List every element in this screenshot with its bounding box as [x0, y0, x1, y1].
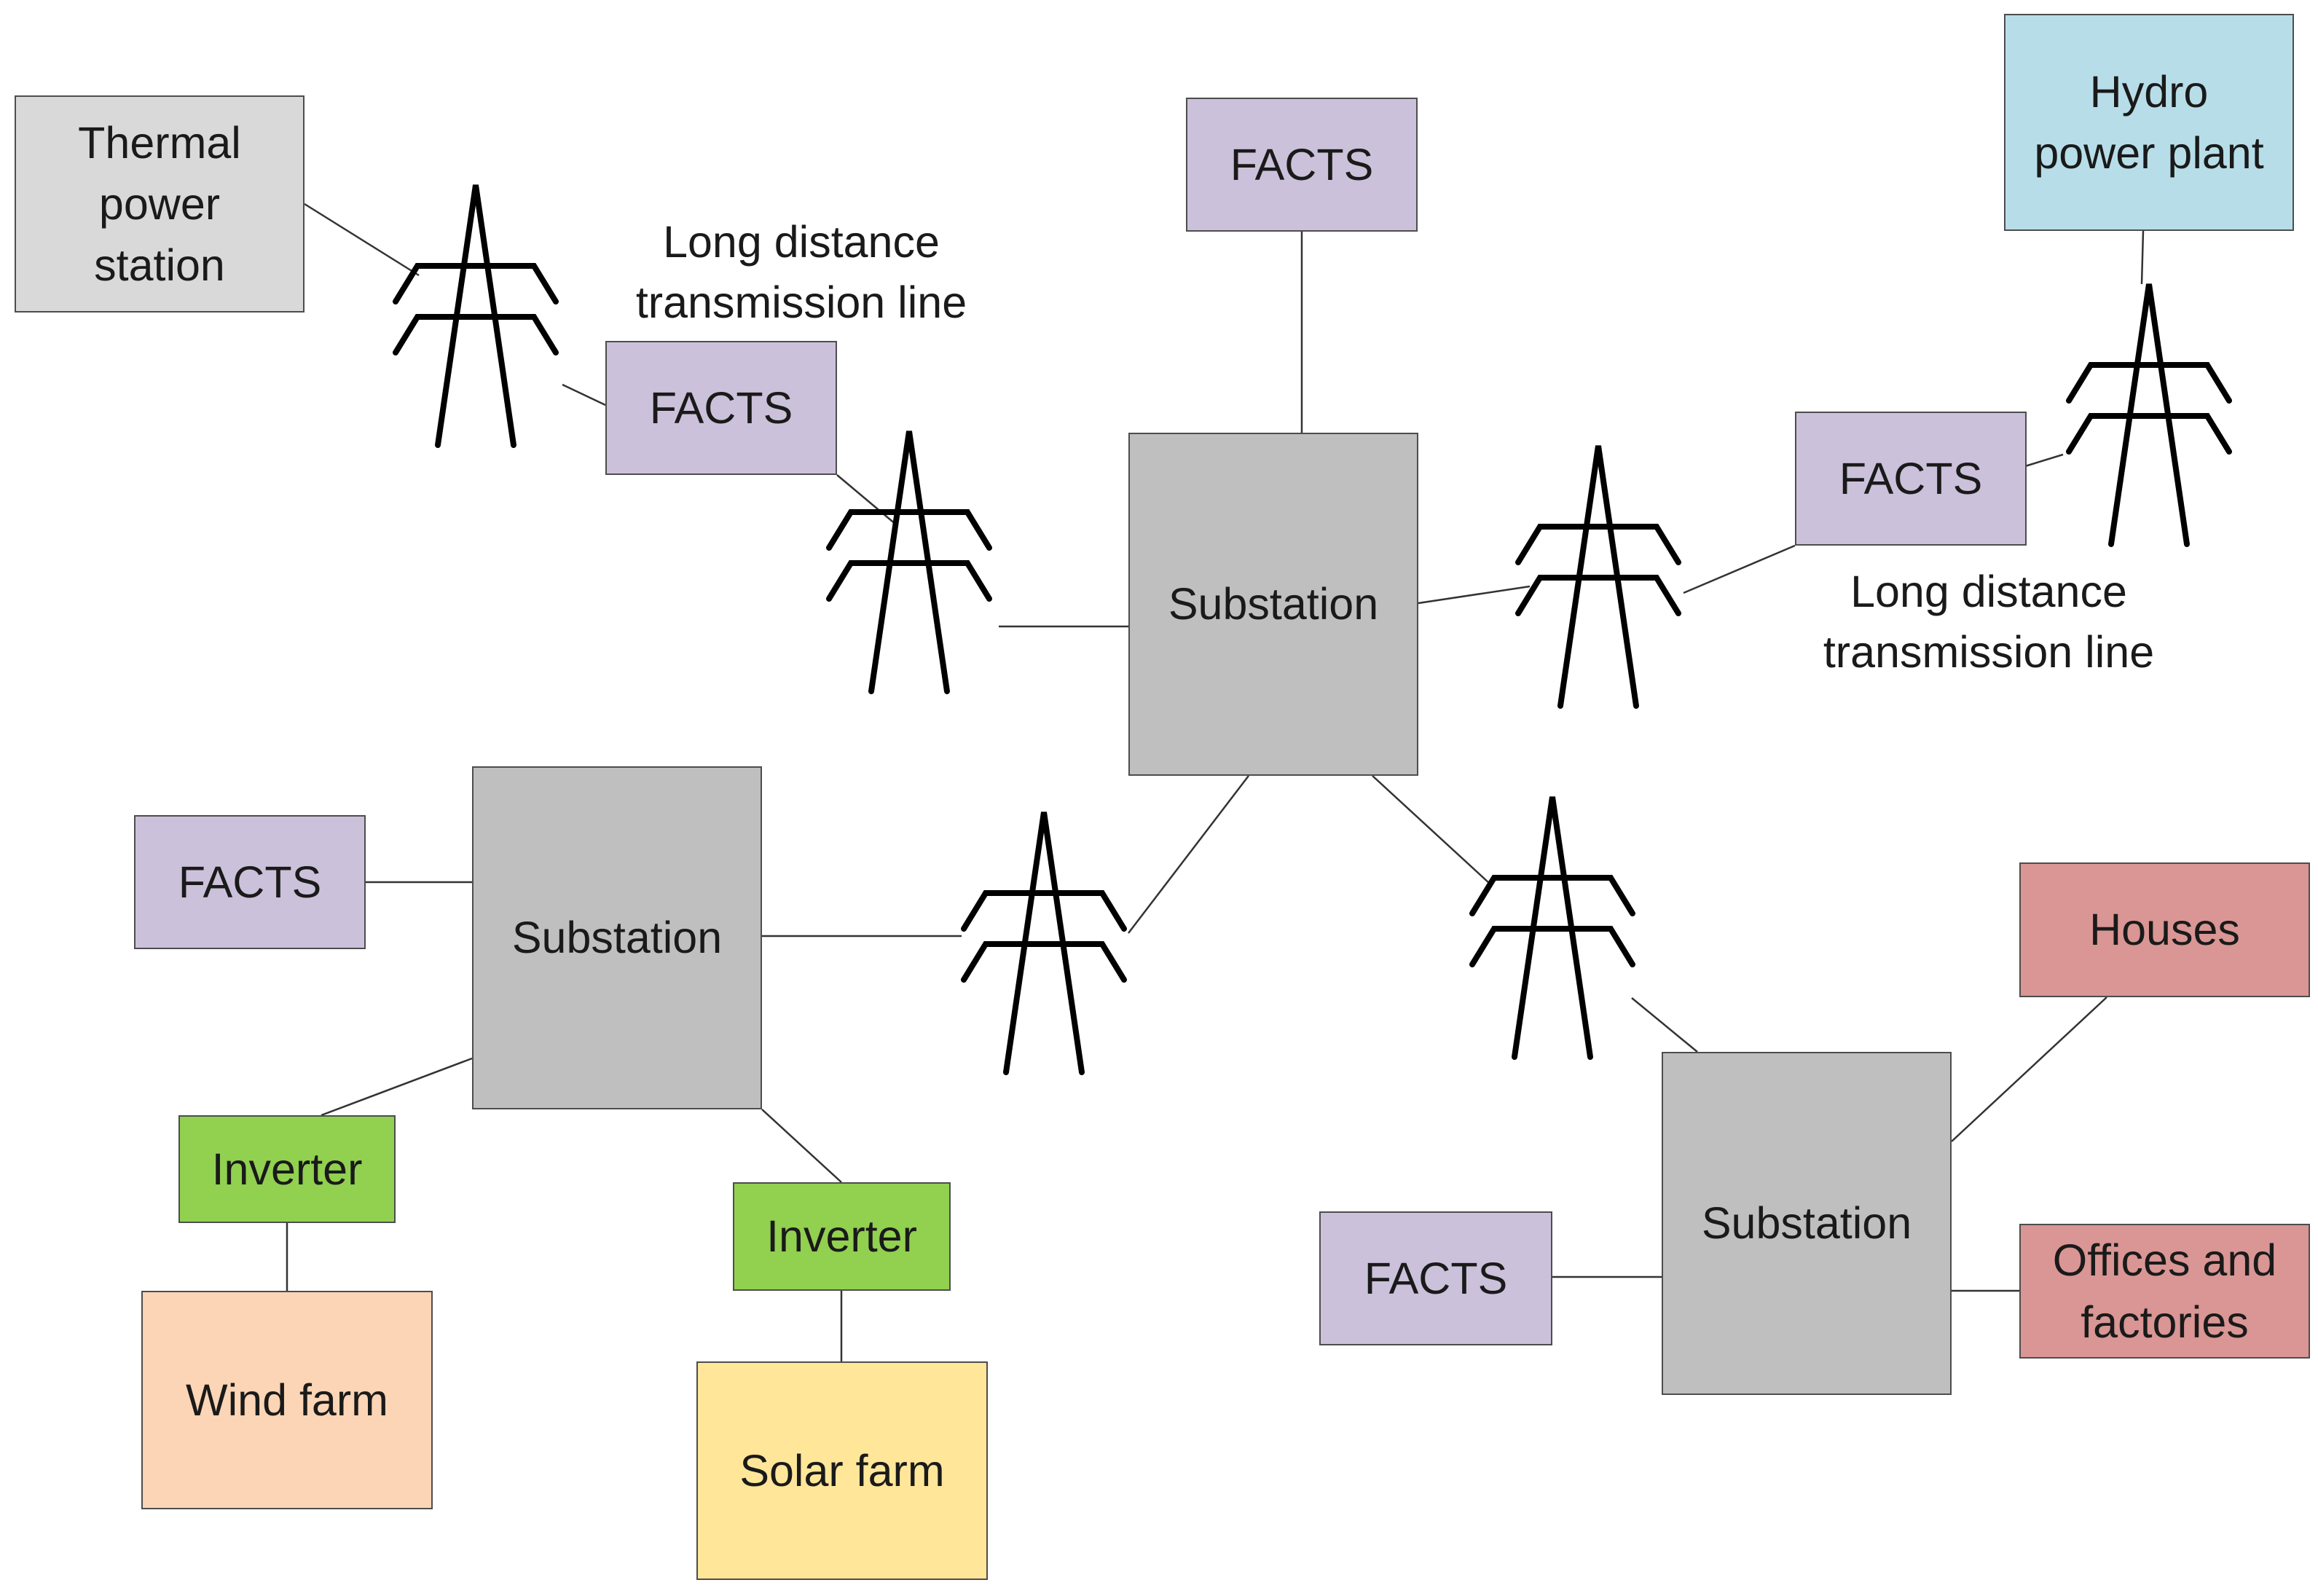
substation-label: Substation — [511, 913, 723, 963]
substation-box-right: Substation — [1662, 1052, 1952, 1395]
offices-and-factories-box: Offices and factories — [2019, 1224, 2310, 1359]
connection-line — [761, 1109, 842, 1183]
facts-label: FACTS — [1364, 1253, 1508, 1303]
facts-box-left: FACTS — [134, 815, 366, 949]
connection-line — [1418, 585, 1531, 605]
connection-line — [1951, 996, 2107, 1142]
solar-farm-label: Solar farm — [739, 1445, 945, 1495]
connection-line — [2024, 453, 2064, 468]
transmission-tower-icon — [2066, 283, 2232, 547]
connection-line — [304, 203, 420, 277]
transmission-line-label-top-left: Long distance transmission line — [635, 217, 967, 327]
facts-label: FACTS — [1839, 453, 1983, 503]
transmission-tower-icon — [961, 811, 1127, 1075]
substation-label: Substation — [1168, 579, 1379, 629]
connection-line — [562, 383, 606, 406]
hydro-power-plant-label: Hydro power plant — [2034, 66, 2264, 178]
connection-line — [836, 474, 897, 525]
inverter-label: Inverter — [211, 1144, 363, 1194]
hydro-power-plant-box: Hydro power plant — [2004, 14, 2294, 231]
connection-line — [1683, 544, 1796, 594]
connection-line — [1372, 775, 1490, 884]
inverter-label: Inverter — [766, 1211, 917, 1262]
transmission-tower-icon — [826, 431, 992, 694]
connection-line — [1128, 775, 1249, 934]
offices-and-factories-label: Offices and factories — [2052, 1235, 2277, 1347]
inverter-box-wind: Inverter — [178, 1115, 396, 1223]
substation-box-left: Substation — [472, 766, 762, 1109]
connection-line — [1631, 997, 1698, 1053]
substation-label: Substation — [1701, 1198, 1912, 1249]
facts-label: FACTS — [1230, 139, 1374, 189]
transmission-tower-icon — [1469, 796, 1635, 1060]
facts-label: FACTS — [178, 857, 322, 907]
wind-farm-box: Wind farm — [141, 1291, 433, 1509]
facts-box-top-center: FACTS — [1186, 98, 1418, 232]
transmission-tower-icon — [393, 184, 559, 448]
solar-farm-box: Solar farm — [696, 1361, 988, 1580]
thermal-power-station-label: Thermal power station — [78, 117, 241, 291]
inverter-box-solar: Inverter — [733, 1182, 951, 1291]
transmission-tower-icon — [1515, 445, 1681, 709]
facts-box-top-left: FACTS — [605, 341, 837, 475]
thermal-power-station-box: Thermal power station — [15, 95, 305, 312]
connection-line — [321, 1057, 473, 1117]
wind-farm-label: Wind farm — [186, 1375, 388, 1425]
transmission-line-label-right: Long distance transmission line — [1823, 567, 2155, 677]
substation-box-center: Substation — [1128, 433, 1418, 776]
facts-box-bottom-right: FACTS — [1319, 1211, 1552, 1345]
houses-label: Houses — [2089, 905, 2240, 955]
houses-box: Houses — [2019, 862, 2310, 997]
facts-box-top-right: FACTS — [1795, 412, 2027, 546]
connection-line — [2140, 230, 2145, 285]
facts-label: FACTS — [649, 382, 793, 433]
